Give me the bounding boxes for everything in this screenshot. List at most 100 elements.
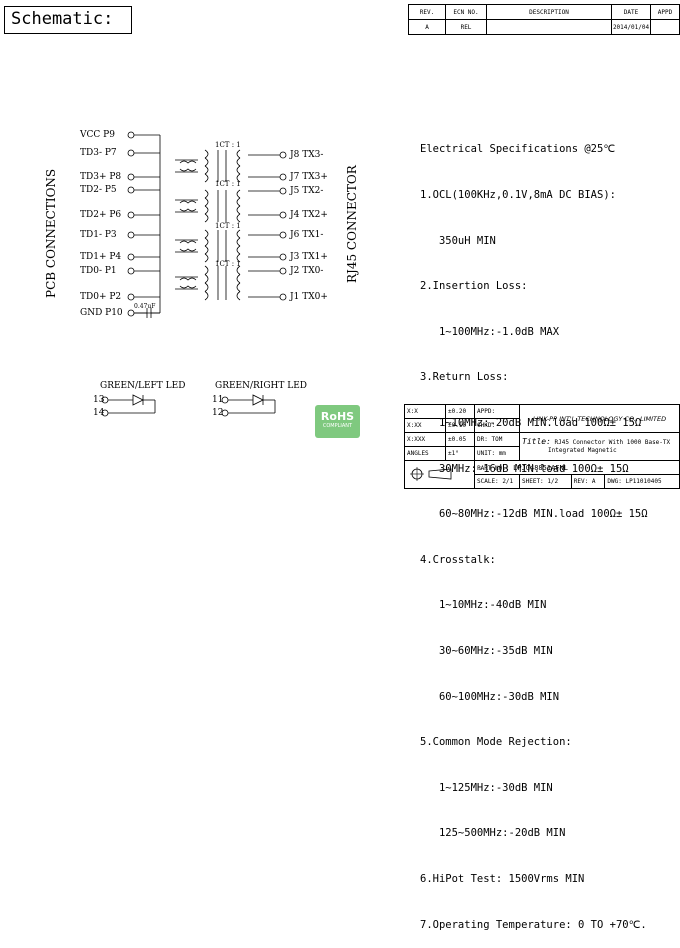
scale-cell: SCALE: 2/1 xyxy=(474,474,520,489)
pin-label-td0m: TD0- P1 xyxy=(80,266,117,276)
pin-terminal xyxy=(127,293,135,301)
dr-cell: DR: TOM xyxy=(474,432,520,447)
secondary-coil xyxy=(236,205,241,215)
choke-coil xyxy=(179,285,197,289)
spec-line: 60~100MHz:-30dB MIN xyxy=(420,690,560,703)
spec-line: 6.HiPot Test: 1500Vrms MIN xyxy=(420,872,585,885)
sheet-label: SHEET: xyxy=(522,478,544,485)
page-title: Schematic: xyxy=(11,9,114,29)
choke-coil xyxy=(179,168,197,172)
dr-label: DR: xyxy=(477,436,488,443)
spec-line: 5.Common Mode Rejection: xyxy=(420,736,572,749)
secondary-coil xyxy=(236,274,241,284)
led-right-pin-b: 12 xyxy=(212,408,224,418)
secondary-coil xyxy=(236,213,241,223)
appd-header: APPD xyxy=(650,4,680,20)
spec-line: 1.OCL(100KHz,0.1V,8mA DC BIAS): xyxy=(420,189,616,201)
tol-x-value: ±0.20 xyxy=(445,404,475,419)
primary-coil xyxy=(204,282,209,292)
pin-terminal xyxy=(279,293,287,301)
scale-value: 2/1 xyxy=(502,478,514,485)
choke-coil xyxy=(179,208,197,212)
appd-value xyxy=(650,19,680,35)
secondary-coil xyxy=(236,265,241,275)
primary-coil xyxy=(204,274,209,284)
part-label: PART NO.: xyxy=(477,464,510,472)
pin-terminal xyxy=(127,211,135,219)
date-value: 2014/01/04 xyxy=(611,19,651,35)
tol-xxx-label: X:XXX xyxy=(404,432,446,447)
tol-xx-value: ±0.10 xyxy=(445,418,475,433)
pin-terminal xyxy=(127,267,135,275)
part-value: LPJG48851AFNL xyxy=(513,463,568,472)
pin-terminal xyxy=(279,173,287,181)
right-led-diode xyxy=(252,394,264,406)
secondary-coil xyxy=(236,189,241,199)
secondary-coil xyxy=(236,253,241,263)
spec-line: 4.Crosstalk: xyxy=(420,553,496,566)
pin-terminal xyxy=(127,173,135,181)
appd-label: APPD: xyxy=(474,404,520,419)
spec-line: 3.Return Loss: xyxy=(420,371,509,384)
rev-label: REV: xyxy=(573,478,589,485)
rohs-label: RoHS xyxy=(320,410,355,423)
pin-label-j8: J8 TX3- xyxy=(290,150,324,160)
sheet-cell: SHEET: 1/2 xyxy=(519,474,572,489)
ecn-value: REL xyxy=(445,19,487,35)
primary-coil xyxy=(204,189,209,199)
secondary-coil xyxy=(236,245,241,255)
primary-coil xyxy=(204,237,209,247)
primary-coil xyxy=(204,149,209,159)
primary-coil xyxy=(204,265,209,275)
pin-label-td2m: TD2- P5 xyxy=(80,185,117,195)
tol-xxx-value: ±0.05 xyxy=(445,432,475,447)
pin-label-td0p: TD0+ P2 xyxy=(80,292,122,302)
title-line-1: RJ45 Connector With 1000 Base-TX xyxy=(554,439,671,446)
led-left-pin-b: 14 xyxy=(93,408,105,418)
pin-label-j4: J4 TX2+ xyxy=(290,210,328,220)
secondary-coil xyxy=(236,197,241,207)
tol-xx-label: X:XX xyxy=(404,418,446,433)
pin-terminal xyxy=(279,211,287,219)
pin-terminal xyxy=(279,231,287,239)
choke-coil xyxy=(179,200,197,204)
unit-cell: UNIT: mm xyxy=(474,446,520,461)
spec-line: 1~10MHz:-40dB MIN xyxy=(420,599,547,612)
pin-label-gnd: GND P10 xyxy=(80,308,123,318)
sheet-value: 1/2 xyxy=(547,478,559,485)
primary-coil xyxy=(204,157,209,167)
spec-line: 125~500MHz:-20dB MIN xyxy=(420,827,566,840)
led-left-pin-a: 13 xyxy=(93,395,105,405)
ratio-label-1: 1CT : 1 xyxy=(215,141,241,149)
choke-coil xyxy=(179,160,197,164)
primary-coil xyxy=(204,291,209,301)
primary-coil xyxy=(204,197,209,207)
primary-coil xyxy=(204,165,209,175)
primary-coil xyxy=(204,205,209,215)
led-right-pin-a: 11 xyxy=(212,395,224,405)
spec-line: 2.Insertion Loss: xyxy=(420,280,528,293)
left-led-diode xyxy=(132,394,144,406)
chkd-label: CHKD: xyxy=(474,418,520,433)
secondary-coil xyxy=(236,157,241,167)
pin-label-j6: J6 TX1- xyxy=(290,230,324,240)
rev-cell: REV: A xyxy=(570,474,606,489)
pin-terminal xyxy=(279,151,287,159)
primary-coil xyxy=(204,245,209,255)
pin-terminal xyxy=(279,253,287,261)
company-name: LINK-PP INT'L TECHNOLOGY CO., LIMITED xyxy=(519,404,680,433)
primary-coil xyxy=(204,229,209,239)
pin-terminal xyxy=(127,253,135,261)
projection-symbol-cell xyxy=(404,460,475,489)
title-cell: Title: RJ45 Connector With 1000 Base-TX … xyxy=(519,432,680,461)
pin-label-j5: J5 TX2- xyxy=(290,186,324,196)
secondary-coil xyxy=(236,291,241,301)
choke-coil xyxy=(179,248,197,252)
tol-angles-value: ±1° xyxy=(445,446,475,461)
secondary-coil xyxy=(236,149,241,159)
primary-coil xyxy=(204,253,209,263)
spec-line: 60~80MHz:-12dB MIN.load 100Ω± 15Ω xyxy=(420,508,648,521)
secondary-coil xyxy=(236,237,241,247)
secondary-coil xyxy=(236,173,241,183)
pin-label-vcc: VCC P9 xyxy=(80,130,115,140)
